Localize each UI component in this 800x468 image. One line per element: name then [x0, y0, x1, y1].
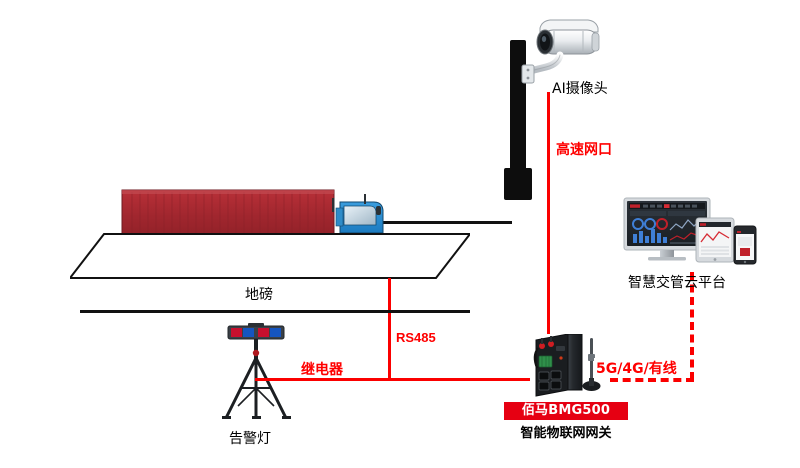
- link-weighbridge-gateway: [388, 278, 391, 380]
- weighbridge-label: 地磅: [245, 287, 273, 303]
- camera-pole-base: [504, 168, 532, 200]
- multi-device-dashboard-icon: [622, 196, 772, 266]
- gateway-label: 智能物联网网关: [520, 426, 612, 441]
- ground-line: [80, 310, 470, 313]
- gateway-model-badge: 佰马BMG500: [504, 402, 628, 420]
- weighbridge-icon: [67, 232, 473, 282]
- link-alarm-gateway-label: 继电器: [301, 362, 343, 378]
- link-gateway-cloud-vertical: [690, 272, 694, 380]
- link-camera-gateway: [547, 92, 550, 334]
- link-gateway-cloud-horizontal: [610, 378, 694, 382]
- alarm-beacon-icon: [208, 322, 304, 422]
- link-gateway-cloud-label: 5G/4G/有线: [594, 358, 679, 378]
- link-weighbridge-gateway-label: RS485: [396, 330, 436, 345]
- cloud-platform-label: 智慧交管云平台: [628, 275, 726, 291]
- iot-gateway-icon: [528, 333, 604, 400]
- link-alarm-gateway: [255, 378, 530, 381]
- camera-pole-ground-link: [380, 221, 512, 224]
- alarm-light-label: 告警灯: [229, 431, 271, 447]
- camera-label: AI摄像头: [552, 81, 608, 97]
- cctv-camera-icon: [520, 10, 610, 90]
- link-camera-gateway-label: 高速网口: [556, 142, 612, 158]
